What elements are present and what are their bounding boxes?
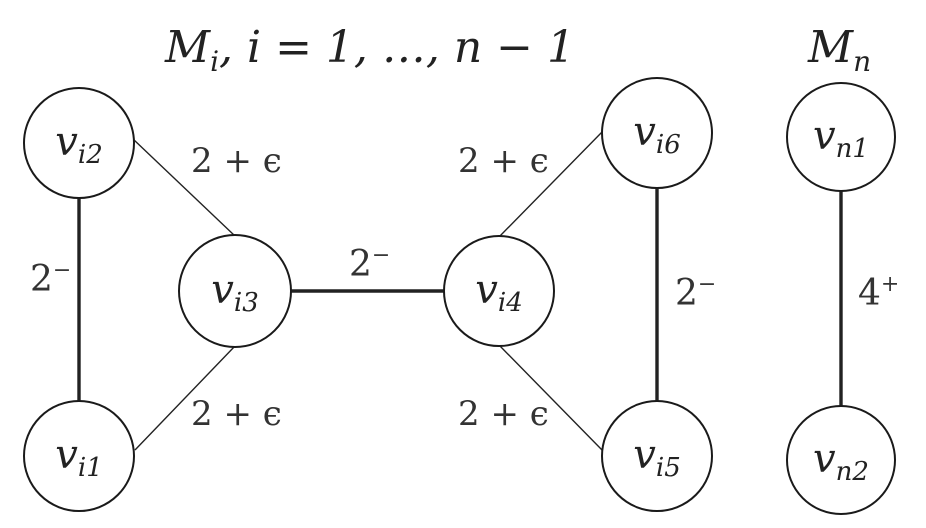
edge-label-vi2-vi1: 2−: [30, 258, 71, 300]
edge-vi4-vi5: [498, 344, 604, 452]
svg-text:vi3: vi3: [211, 267, 258, 318]
edge-label-vi4-vi5: 2 + ϵ: [458, 394, 549, 434]
node-vi6: vi6: [601, 77, 713, 189]
node-vi4: vi4: [443, 235, 555, 347]
svg-text:vn2: vn2: [813, 436, 869, 487]
svg-text:vi1: vi1: [55, 432, 102, 483]
svg-text:vi2: vi2: [55, 119, 102, 170]
svg-text:vi6: vi6: [633, 109, 680, 160]
node-vi3: vi3: [178, 234, 292, 348]
node-vi1: vi1: [23, 400, 135, 512]
edge-label-vi2-vi3: 2 + ϵ: [191, 141, 282, 181]
edge-vi1-vi3: [134, 345, 236, 451]
svg-text:vi4: vi4: [475, 267, 522, 318]
edge-label-vi6-vi5: 2−: [675, 272, 716, 314]
svg-text:vn1: vn1: [813, 113, 869, 164]
edge-label-vi4-vi6: 2 + ϵ: [458, 141, 549, 181]
edge-label-vi3-vi4: 2−: [349, 243, 390, 285]
svg-text:vi5: vi5: [633, 432, 680, 483]
edge-vi4-vi6: [498, 130, 604, 238]
title-left: Mi, i = 1, …, n − 1: [164, 22, 575, 78]
edge-label-vn1-vn2: 4+: [858, 272, 899, 314]
title-right: Mn: [807, 22, 871, 78]
node-vi2: vi2: [23, 87, 135, 199]
edge-label-vi1-vi3: 2 + ϵ: [191, 394, 282, 434]
node-vn2: vn2: [786, 405, 896, 515]
node-vn1: vn1: [786, 82, 896, 192]
node-vi5: vi5: [601, 400, 713, 512]
edge-vi2-vi3: [132, 138, 236, 237]
